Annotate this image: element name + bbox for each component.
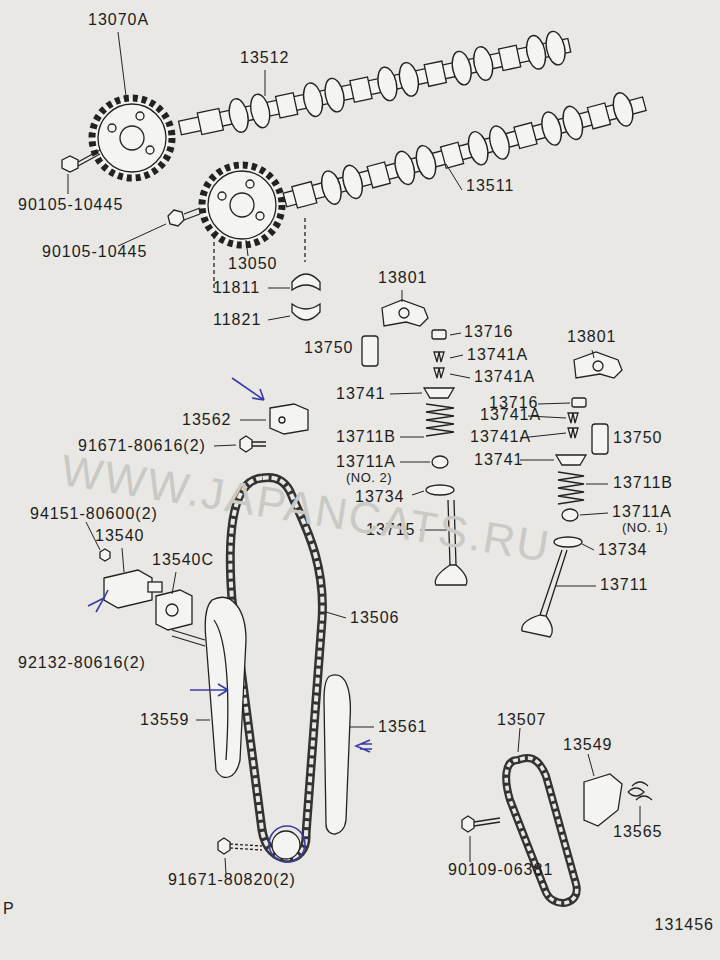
part-number: 13561 [378,719,428,735]
part-number: 13565 [613,824,663,840]
part-number: 91671-80616(2) [78,438,206,454]
stud [172,630,205,646]
part-number: (NO. 2) [346,471,392,484]
part-number: P [3,901,15,917]
part-number: 131456 [655,917,714,933]
camshaft [281,87,649,216]
part-number: 13711B [336,429,396,445]
part-number: 13711B [613,475,673,491]
part-number: 11811 [213,280,260,296]
part-number: 94151-80600(2) [30,506,158,522]
part-number: 13734 [598,542,648,558]
bolt [62,150,200,226]
part-number: 90105-10445 [42,244,147,260]
lash-adjuster [362,336,608,454]
part-number: 13716 [489,395,539,411]
part-number: (NO. 1) [622,521,668,534]
part-number: 13741A [474,369,535,385]
part-number: 13507 [497,712,547,728]
bolt [218,838,262,854]
part-number: 13562 [182,412,232,428]
part-number: 13741A [467,347,528,363]
part-number: 13070A [88,12,149,28]
part-number: 13540C [152,552,214,568]
part-number: 13741A [470,429,531,445]
part-number: 13512 [240,50,290,66]
part-number: 90109-06381 [448,862,553,878]
part-number: 13549 [563,737,613,753]
part-number: 13506 [350,610,400,626]
chain-guide-bracket [270,404,308,434]
rocker-arm [382,300,622,378]
part-number: 13711 [600,577,648,593]
part-number: 11821 [213,312,261,328]
part-number: 13559 [140,712,190,728]
bolt [462,816,500,832]
part-number: 13711A [612,504,672,520]
part-number: 13050 [228,256,278,272]
part-number: 91671-80820(2) [168,872,296,888]
bolt [240,436,266,452]
tensioner-arm [584,774,622,826]
part-number: 13741 [336,386,386,402]
part-number: 13801 [567,329,617,345]
part-number: 13750 [613,430,663,446]
part-number: 13741 [474,452,524,468]
crank-sprocket [272,831,300,859]
part-number: 92132-80616(2) [18,655,146,671]
part-number: 13716 [464,324,514,340]
oil-pump-chain [506,758,577,903]
part-number: 13711A [336,454,396,470]
oil-pump-chain [506,758,577,903]
cam-sprocket [202,165,282,245]
part-number: 13511 [466,178,514,194]
part-number: 13750 [304,340,354,356]
part-number: 13801 [378,270,428,286]
part-number: 90105-10445 [18,197,123,213]
leader-lines [68,32,640,874]
chain-tensioner-slipper [205,597,246,777]
part-number: 13540 [95,528,145,544]
cam-sprocket [92,98,172,178]
tension-spring [628,782,652,800]
bearing-cap [292,274,320,320]
chain-guide [324,675,350,834]
